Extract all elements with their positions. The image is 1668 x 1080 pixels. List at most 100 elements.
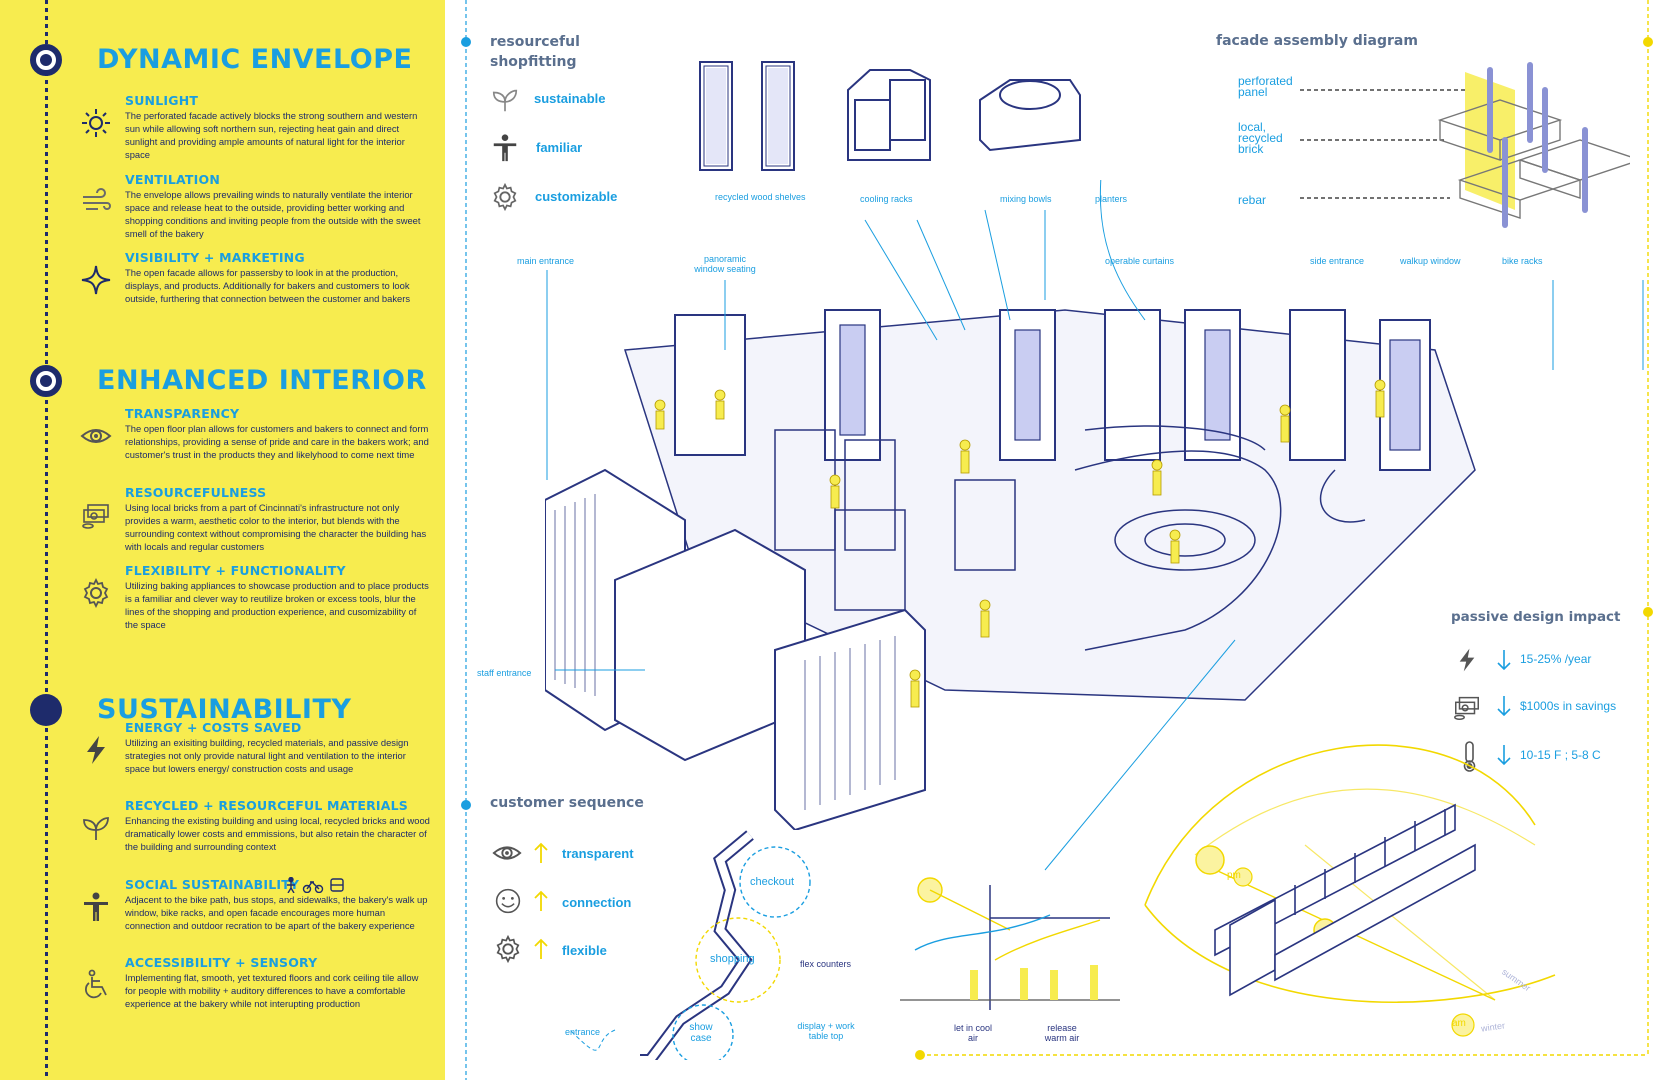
plan-label: bike racks bbox=[1502, 256, 1543, 266]
vent-label: release warm air bbox=[1044, 1023, 1080, 1043]
ventilation-diagram bbox=[900, 877, 1120, 1010]
item-text: The perforated facade actively blocks th… bbox=[125, 110, 418, 160]
shopfitting-item: customizable bbox=[535, 189, 618, 204]
timeline-line bbox=[45, 0, 48, 1080]
sequence-title: customer sequence bbox=[490, 795, 644, 811]
sequence-stage: entrance bbox=[565, 1027, 601, 1037]
item-text: Utilizing baking appliances to showcase … bbox=[125, 580, 429, 630]
sequence-stage: show case bbox=[689, 1022, 713, 1044]
arrow-down-icon bbox=[1497, 696, 1511, 717]
item-text: The envelope allows prevailing winds to … bbox=[125, 189, 421, 239]
item-heading: SOCIAL SUSTAINABILITY bbox=[125, 877, 300, 892]
facade-diagram bbox=[1300, 62, 1630, 228]
person-icon bbox=[493, 134, 517, 162]
plan-label: operable curtains bbox=[1105, 256, 1175, 266]
info-item: ACCESSIBILITY + SENSORY Implementing fla… bbox=[80, 955, 430, 1010]
section-title: DYNAMIC ENVELOPE bbox=[97, 44, 413, 75]
wind-icon bbox=[83, 188, 111, 210]
arrow-up-icon bbox=[534, 938, 548, 959]
item-text: The open facade allows for passersby to … bbox=[125, 267, 411, 304]
eye-icon bbox=[492, 846, 522, 860]
info-item: RESOURCEFULNESS Using local bricks from … bbox=[80, 485, 430, 553]
section-title: SUSTAINABILITY bbox=[97, 694, 352, 725]
arrow-down-icon bbox=[1497, 745, 1511, 766]
sequence-item: flexible bbox=[562, 943, 607, 958]
bolt-icon bbox=[87, 736, 105, 764]
fixture-label: mixing bowls bbox=[1000, 194, 1052, 204]
info-item: RECYCLED + RESOURCEFUL MATERIALS Enhanci… bbox=[80, 798, 430, 853]
gear-icon bbox=[493, 182, 517, 212]
arrow-up-icon bbox=[534, 890, 548, 911]
passive-value: $1000s in savings bbox=[1520, 699, 1617, 713]
item-text: Implementing flat, smooth, yet textured … bbox=[125, 972, 419, 1009]
item-heading: TRANSPARENCY bbox=[125, 406, 240, 421]
info-item: FLEXIBILITY + FUNCTIONALITY Utilizing ba… bbox=[80, 563, 430, 631]
info-item: VENTILATION The envelope allows prevaili… bbox=[80, 172, 430, 240]
passive-value: 10-15 F ; 5-8 C bbox=[1520, 748, 1601, 762]
gear-icon bbox=[83, 577, 109, 609]
item-heading: FLEXIBILITY + FUNCTIONALITY bbox=[125, 563, 346, 578]
item-heading: SUNLIGHT bbox=[125, 93, 199, 108]
wheelchair-icon bbox=[85, 969, 107, 999]
item-heading: ACCESSIBILITY + SENSORY bbox=[125, 955, 318, 970]
item-text: Enhancing the existing building and usin… bbox=[125, 815, 430, 852]
sun-label: am bbox=[1452, 1018, 1466, 1029]
fixture-label: planters bbox=[1095, 194, 1128, 204]
isometric-plan bbox=[545, 309, 1476, 830]
info-item: TRANSPARENCY The open floor plan allows … bbox=[80, 406, 430, 461]
item-text: Using local bricks from a part of Cincin… bbox=[125, 502, 427, 552]
sun-label: pm bbox=[1227, 870, 1241, 881]
frame-guides bbox=[461, 0, 1653, 1080]
facade-label-brick: local, recycled brick bbox=[1238, 120, 1283, 156]
circulation-diagram bbox=[570, 830, 811, 1060]
sequence-stage: flex counters bbox=[800, 959, 852, 969]
sun-path-diagram bbox=[1144, 744, 1556, 1037]
smile-icon bbox=[495, 888, 521, 914]
sidebar-panel: DYNAMIC ENVELOPE ENHANCED INTERIOR SUSTA… bbox=[0, 0, 445, 1080]
passive-title: passive design impact bbox=[1451, 609, 1621, 625]
sequence-stage: display + work table top bbox=[797, 1021, 855, 1041]
plan-label: main entrance bbox=[517, 256, 575, 266]
item-heading: RESOURCEFULNESS bbox=[125, 485, 267, 500]
info-item: SOCIAL SUSTAINABILITY Adjacent to the bi… bbox=[80, 877, 430, 932]
money-icon bbox=[1454, 696, 1479, 720]
section-marker bbox=[30, 694, 62, 726]
facade-label-rebar: rebar bbox=[1238, 193, 1267, 207]
item-text: The open floor plan allows for customers… bbox=[125, 423, 429, 460]
sequence-stage: shopping bbox=[710, 953, 755, 965]
section-marker bbox=[30, 44, 62, 76]
arrow-down-icon bbox=[1497, 650, 1511, 671]
section-marker bbox=[30, 365, 62, 397]
facade-label-panel: perforated panel bbox=[1238, 74, 1293, 99]
plan-label: panoramic window seating bbox=[694, 254, 756, 274]
info-item: SUNLIGHT The perforated facade actively … bbox=[80, 93, 430, 161]
item-text: Adjacent to the bike path, bus stops, an… bbox=[125, 894, 428, 931]
sparkle-icon bbox=[81, 265, 111, 295]
vent-label: let in cool air bbox=[953, 1023, 993, 1043]
plan-label: staff entrance bbox=[477, 668, 532, 678]
item-text: Utilizing an exisiting building, recycle… bbox=[125, 737, 409, 774]
arrow-up-icon bbox=[534, 842, 548, 863]
passive-value: 15-25% /year bbox=[1520, 652, 1592, 666]
fixture-label: recycled wood shelves bbox=[715, 192, 806, 202]
fixtures-drawing bbox=[699, 61, 1081, 171]
eye-icon bbox=[80, 429, 112, 443]
plan-label: walkup window bbox=[1400, 256, 1461, 266]
sun-icon bbox=[82, 109, 110, 137]
item-heading: RECYCLED + RESOURCEFUL MATERIALS bbox=[125, 798, 408, 813]
sequence-item: transparent bbox=[562, 846, 634, 861]
item-heading: VENTILATION bbox=[125, 172, 220, 187]
facade-title: facade assembly diagram bbox=[1216, 33, 1418, 49]
info-item: ENERGY + COSTS SAVED Utilizing an exisit… bbox=[80, 720, 430, 775]
transit-icons bbox=[287, 877, 344, 893]
bolt-icon bbox=[1459, 648, 1475, 672]
item-heading: VISIBILITY + MARKETING bbox=[125, 250, 305, 265]
money-icon bbox=[82, 504, 109, 529]
gear-icon bbox=[496, 934, 520, 964]
person-icon bbox=[84, 892, 108, 921]
sequence-item: connection bbox=[562, 895, 632, 910]
leaf-icon bbox=[492, 89, 518, 112]
sequence-stage: checkout bbox=[750, 876, 795, 888]
leaf-icon bbox=[83, 817, 109, 840]
shopfitting-item: sustainable bbox=[534, 91, 606, 106]
